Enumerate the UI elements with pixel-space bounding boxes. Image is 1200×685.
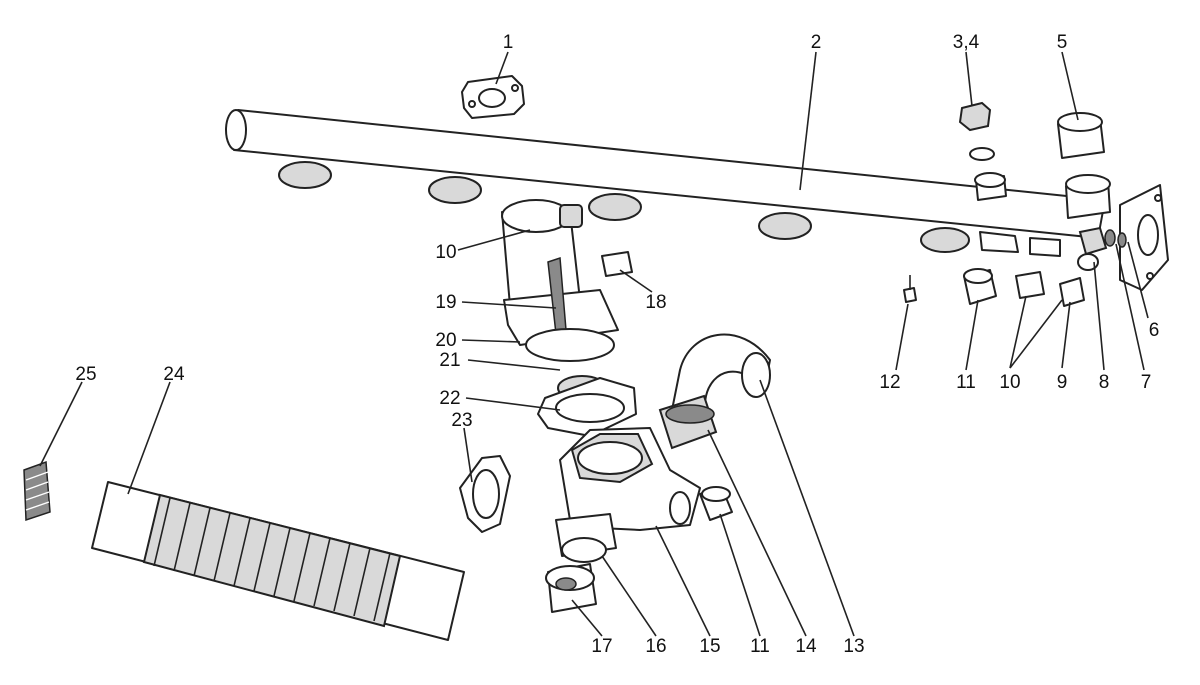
plug-part-3-4 [958, 101, 1007, 201]
callout-24: 24 [163, 364, 185, 385]
callout-25: 25 [75, 364, 96, 385]
callout-14: 14 [795, 636, 817, 657]
callout-19: 19 [435, 292, 456, 313]
callout-13: 13 [843, 636, 864, 657]
callout-12: 12 [879, 372, 900, 393]
outlet-body [545, 427, 733, 613]
callout-1: 1 [503, 32, 514, 53]
callout-10-left: 10 [435, 242, 456, 263]
plug-part-5 [1057, 112, 1111, 219]
callout-9: 9 [1057, 372, 1068, 393]
callout-11-right: 11 [956, 372, 976, 393]
callout-3-4: 3,4 [953, 32, 980, 53]
leader-lines [39, 51, 1149, 637]
clamp-part-25 [23, 460, 51, 522]
callout-labels: 1 2 3,4 5 6 7 8 9 10 10 10 11 11 12 13 1… [75, 32, 1159, 657]
callout-22: 22 [439, 388, 460, 409]
callout-10-right: 10 [999, 372, 1020, 393]
callout-15: 15 [699, 636, 720, 657]
callout-6: 6 [1149, 320, 1160, 341]
callout-17: 17 [591, 636, 612, 657]
callout-23: 23 [451, 410, 472, 431]
callout-16: 16 [645, 636, 666, 657]
elbow-hose [658, 333, 771, 450]
gasket-part-22 [537, 377, 637, 437]
callout-2: 2 [811, 32, 822, 53]
hose-part-24 [91, 481, 465, 641]
gasket-part-23 [459, 455, 511, 533]
gasket-part-1 [461, 75, 525, 119]
plug-part-18 [601, 251, 633, 277]
thermostat-housing [501, 199, 619, 401]
callout-5: 5 [1057, 32, 1068, 53]
callout-21: 21 [439, 350, 460, 371]
callout-7: 7 [1141, 372, 1152, 393]
manifold-pipe [225, 109, 1169, 291]
callout-8: 8 [1099, 372, 1110, 393]
fittings-right [903, 226, 1127, 307]
callout-11-bottom: 11 [750, 636, 770, 657]
callout-20: 20 [435, 330, 456, 351]
callout-18: 18 [645, 292, 666, 313]
